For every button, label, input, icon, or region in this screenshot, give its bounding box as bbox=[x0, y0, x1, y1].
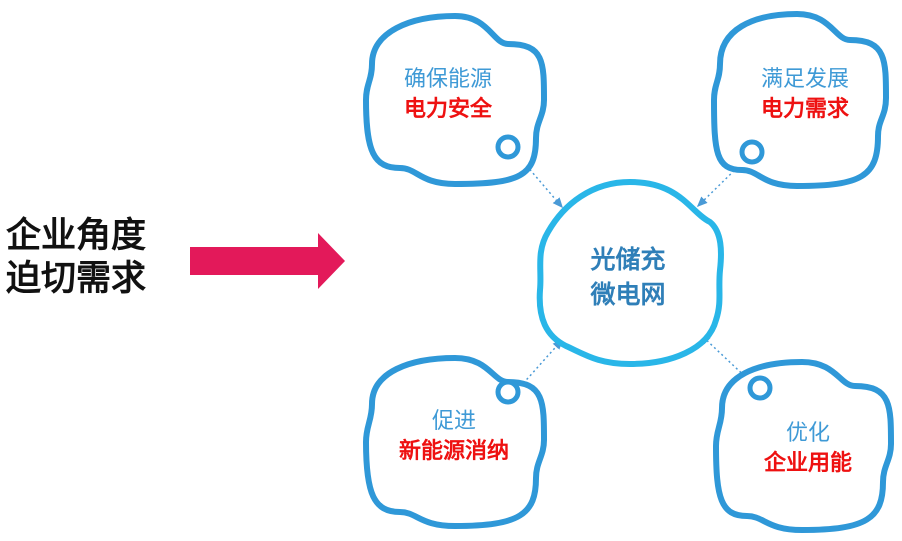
node-top-left-line1: 确保能源 bbox=[404, 67, 492, 92]
connector-ring bbox=[495, 134, 521, 160]
node-top-right-line1: 满足发展 bbox=[761, 67, 849, 92]
node-top-right: 满足发展 电力需求 bbox=[710, 10, 890, 190]
connector-ring bbox=[495, 379, 521, 405]
node-bottom-right-line2: 企业用能 bbox=[763, 450, 852, 476]
center-line1: 光储充 bbox=[589, 245, 665, 274]
left-title: 企业角度 迫切需求 bbox=[6, 215, 176, 301]
node-top-left: 确保能源 电力安全 bbox=[362, 12, 548, 188]
connector-ring bbox=[747, 375, 773, 401]
center-cloud-shape bbox=[536, 178, 724, 368]
node-top-right-line2: 电力需求 bbox=[761, 97, 849, 122]
node-bottom-right-line1: 优化 bbox=[786, 421, 830, 446]
node-top-left-line2: 电力安全 bbox=[404, 96, 493, 122]
node-bottom-left-line1: 促进 bbox=[432, 409, 476, 434]
connector-bottom-left bbox=[519, 338, 563, 388]
node-bottom-right: 优化 企业用能 bbox=[712, 358, 895, 534]
node-bottom-left: 促进 新能源消纳 bbox=[362, 354, 548, 530]
left-title-line2: 迫切需求 bbox=[6, 259, 147, 299]
cloud-shape bbox=[712, 358, 895, 534]
connector-ring bbox=[739, 139, 765, 165]
left-title-line1: 企业角度 bbox=[6, 216, 147, 256]
center-node: 光储充 微电网 bbox=[536, 178, 724, 368]
center-line2: 微电网 bbox=[589, 280, 665, 309]
pointing-arrow bbox=[190, 233, 345, 289]
node-bottom-left-line2: 新能源消纳 bbox=[399, 438, 509, 464]
